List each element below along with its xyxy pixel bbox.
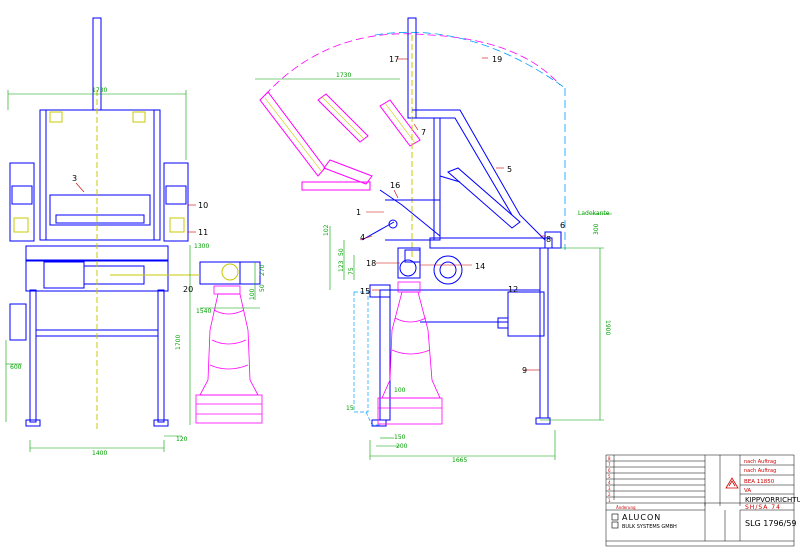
side-label-7: 7 — [421, 128, 426, 137]
front-right-leg — [157, 289, 165, 423]
swing-arc — [264, 33, 561, 96]
front-dim-top: 1730 — [92, 87, 107, 94]
side-label-12: 12 — [508, 285, 518, 294]
side-dim-bottom: 1665 — [452, 457, 467, 464]
drawing-subtitle: SH/SA 74 — [745, 504, 781, 511]
front-right-housing — [163, 162, 189, 242]
front-magenta-stand — [195, 285, 263, 424]
dim-15: 15 — [346, 405, 354, 412]
side-label-19: 19 — [492, 55, 502, 64]
front-dim-offset-left: 600 — [10, 364, 22, 371]
front-body — [39, 109, 161, 241]
svg-text:4: 4 — [608, 480, 611, 485]
side-label-15: 15 — [360, 287, 370, 296]
svg-text:8: 8 — [608, 456, 611, 461]
side-label-18: 18 — [366, 259, 376, 268]
side-dim-top: 1730 — [336, 72, 351, 79]
svg-text:2: 2 — [608, 492, 611, 497]
side-label-1: 1 — [356, 208, 361, 217]
svg-text:3: 3 — [608, 486, 611, 491]
dim-123: 123 — [338, 260, 345, 272]
dim-100b: 100 — [249, 288, 256, 300]
front-label-3: 3 — [72, 174, 77, 183]
company-name: ALUCON — [622, 513, 661, 522]
svg-text:5: 5 — [608, 474, 611, 479]
company-subname: BULK SYSTEMS GMBH — [622, 524, 677, 530]
front-dimensions — [5, 90, 187, 452]
dim-270: 270 — [259, 264, 266, 276]
front-label-11: 11 — [198, 228, 208, 237]
front-dim-offset-right: 120 — [176, 436, 188, 443]
dim-75: 75 — [348, 267, 355, 275]
svg-text:1: 1 — [608, 498, 611, 503]
drawing-number: SLG 1796/59 — [745, 519, 797, 528]
company-emblem — [611, 513, 619, 529]
side-label-9: 9 — [522, 366, 527, 375]
side-label-8: 8 — [546, 235, 551, 244]
svg-text:6: 6 — [608, 468, 611, 473]
company-logo — [725, 477, 739, 489]
side-dimensions — [255, 78, 612, 460]
svg-text:7: 7 — [608, 462, 611, 467]
revision-note-1: nach Auftrag — [744, 459, 776, 465]
material: VA — [744, 488, 751, 494]
edge-label: Ladekante — [578, 210, 610, 217]
dim-1300: 1300 — [194, 243, 209, 250]
side-tilt-frame — [369, 109, 562, 427]
dim-50: 50 — [338, 248, 345, 256]
side-label-17: 17 — [389, 55, 399, 64]
side-dim-height: 1900 — [604, 320, 611, 335]
title-block — [605, 454, 795, 547]
side-label-6: 6 — [560, 221, 565, 230]
dim-50-front: 50 — [259, 284, 266, 292]
front-left-housing — [9, 162, 35, 242]
dim-100: 100 — [394, 387, 406, 394]
ref-drawing-number: BEA 11850 — [744, 479, 775, 485]
front-label-10: 10 — [198, 201, 208, 210]
dim-1540: 1540 — [196, 308, 211, 315]
side-label-16: 16 — [390, 181, 400, 190]
dim-102: 102 — [323, 224, 330, 236]
side-label-5: 5 — [507, 165, 512, 174]
revision-rows: 8 7 6 5 4 3 2 1 nach Auftrag nach Auftra… — [608, 456, 776, 503]
dim-200: 200 — [396, 443, 408, 450]
revision-note-2: nach Auftrag — [744, 468, 776, 474]
dim-300: 300 — [593, 223, 600, 235]
dim-150: 150 — [394, 434, 406, 441]
label-20: 20 — [183, 285, 193, 294]
housing-12 — [507, 291, 545, 337]
front-dim-height: 1700 — [175, 335, 182, 350]
change-header: Änderung — [616, 505, 636, 510]
side-label-4: 4 — [360, 233, 365, 242]
front-view — [9, 17, 261, 430]
side-label-14: 14 — [475, 262, 485, 271]
tilted-positions — [259, 91, 421, 191]
front-column — [92, 17, 102, 111]
front-dim-bottom: 1400 — [92, 450, 107, 457]
drawing-title: KIPPVORRICHTUNG — [745, 496, 800, 504]
side-magenta-stand — [377, 281, 443, 425]
front-left-leg — [29, 289, 37, 423]
